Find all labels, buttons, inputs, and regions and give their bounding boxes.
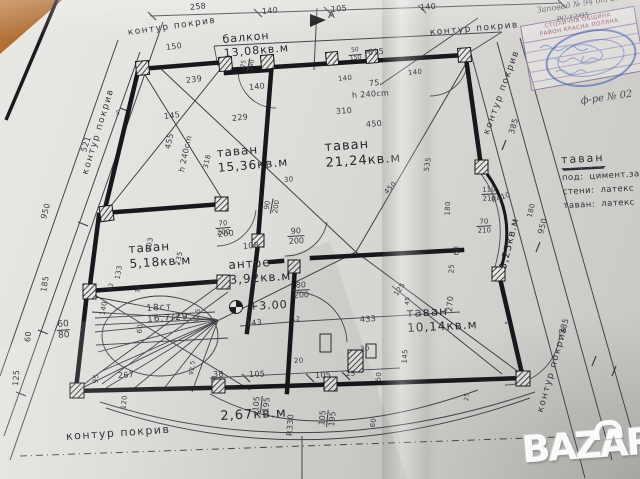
bazar-watermark: BAZAR xyxy=(520,419,640,472)
dimension-label: 50 xyxy=(374,371,384,382)
dimension-label: 12 xyxy=(291,315,301,323)
dimension-label: 143 xyxy=(245,317,263,328)
section-letter: А xyxy=(328,10,335,21)
dimension-label: 140 xyxy=(419,1,437,12)
dimension-label: 258 xyxy=(189,1,207,12)
dimension-label: 267 xyxy=(117,370,135,380)
dimension-label: 140 xyxy=(248,81,266,92)
dimension-label: 145 xyxy=(400,348,410,364)
spec-row-walls: стени:латекс xyxy=(562,183,635,198)
dimension-label: 25 xyxy=(447,263,456,274)
dimension-label: 20 xyxy=(293,356,304,365)
dimension-label: 270 xyxy=(445,295,456,313)
dimension-label: 105 xyxy=(314,370,332,380)
dimension-label: 105 xyxy=(330,3,348,14)
dimension-label: 75 xyxy=(368,78,381,88)
level-mark-icon xyxy=(229,300,243,314)
dimension-label: 95 xyxy=(91,373,101,384)
dimension-label: 25 xyxy=(345,369,356,378)
spec-title: таван xyxy=(560,151,606,170)
dimension-label: 108 xyxy=(242,240,260,251)
dimension-label: 140 xyxy=(407,67,423,77)
dimension-label: 140 xyxy=(337,73,353,83)
stairs-label: 18ст 16,7/29 xyxy=(146,302,189,326)
dimension-label: 45 xyxy=(404,296,412,306)
spec-row-floor: под:цимент.зам. xyxy=(561,168,640,184)
finish-spec-block: таван под:цимент.зам. стени:латекс таван… xyxy=(560,144,640,211)
dimension-label: 433 xyxy=(359,314,377,324)
dimension-label: 25 xyxy=(463,392,471,402)
room-label-tavan-10: таван 10,14кв.м xyxy=(406,303,478,335)
dimension-label: R330 xyxy=(285,413,296,437)
room-label-antre: антре 3,92кв.м xyxy=(228,255,292,287)
dimension-label: 180 xyxy=(443,201,453,216)
dimension-label: 60 xyxy=(452,245,461,256)
dimension-label: 38 xyxy=(212,369,224,379)
room-label-tavan-21: таван 21,24кв.м xyxy=(324,136,402,172)
dimension-label: 5 xyxy=(115,109,121,117)
dimension-label: 310 xyxy=(335,105,353,116)
level-mark-value: +3.00 xyxy=(248,297,289,314)
dimension-label: 140 xyxy=(261,5,279,16)
dimension-label: 60 xyxy=(23,330,34,343)
room-label-tavan-15: таван 15,36кв.м xyxy=(216,142,289,175)
room-label-balkon: балкон 13,08кв.м xyxy=(222,28,290,60)
dimension-label: 60 xyxy=(135,323,145,334)
dimension-label: 30 xyxy=(283,175,294,184)
section-flag-icon xyxy=(310,14,326,27)
dimension-label: 615 xyxy=(367,46,385,57)
dimension-label: 229 xyxy=(231,112,249,123)
dimension-label: 105 xyxy=(248,369,266,379)
dimension-label: 5 xyxy=(504,320,512,326)
dimension-label: 30 xyxy=(359,344,370,353)
dimension-label: 450 xyxy=(365,118,383,129)
dimension-label: 125 xyxy=(11,369,22,387)
dimension-label: 120 xyxy=(119,394,129,410)
